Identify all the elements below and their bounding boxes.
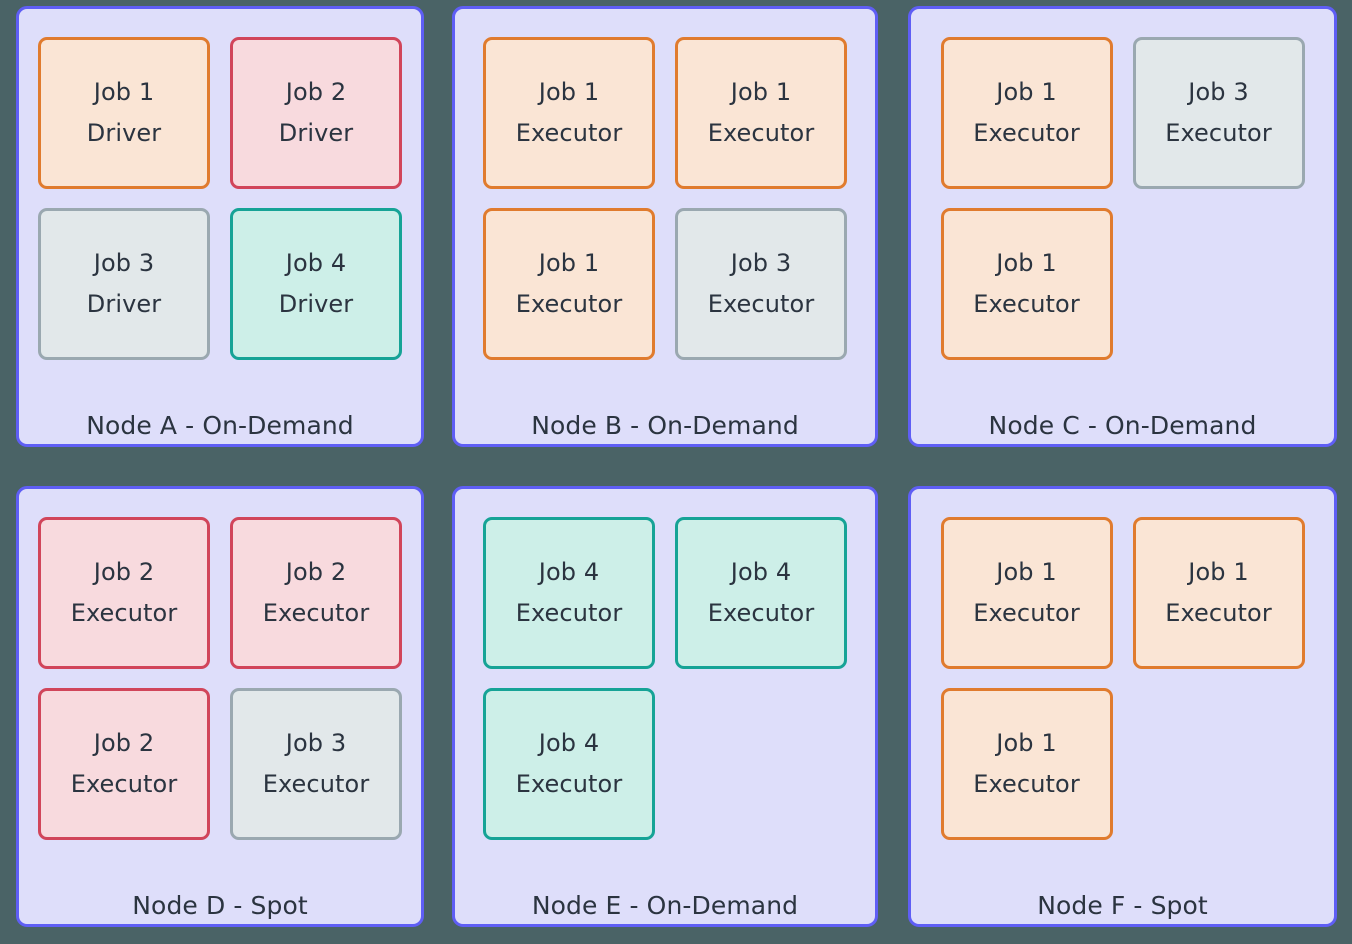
- job-card-role-label: Driver: [278, 290, 354, 318]
- job-card[interactable]: Job 4 Executor: [675, 517, 847, 669]
- job-card[interactable]: Job 2 Executor: [38, 517, 210, 669]
- node-label: Node B - On-Demand: [531, 411, 799, 440]
- job-card-job-label: Job 3: [730, 248, 792, 277]
- job-card[interactable]: Job 1 Executor: [483, 37, 655, 189]
- job-card[interactable]: Job 2 Executor: [38, 688, 210, 840]
- job-card-role-label: Executor: [515, 119, 623, 147]
- job-card-job-label: Job 1: [996, 557, 1057, 586]
- job-card[interactable]: Job 4 Executor: [483, 688, 655, 840]
- job-card[interactable]: Job 1 Executor: [940, 37, 1113, 189]
- job-card-job-label: Job 1: [996, 248, 1057, 277]
- job-card[interactable]: Job 3 Executor: [1132, 37, 1305, 189]
- job-card[interactable]: Job 1 Executor: [1132, 517, 1305, 669]
- job-card-job-label: Job 2: [93, 728, 155, 757]
- job-card-job-label: Job 4: [285, 248, 347, 277]
- job-card-job-label: Job 2: [285, 77, 347, 106]
- job-card-job-label: Job 2: [93, 557, 155, 586]
- job-card-role-label: Executor: [515, 290, 623, 318]
- job-card-job-label: Job 1: [538, 77, 600, 106]
- job-card-job-label: Job 1: [996, 728, 1057, 757]
- job-card-job-label: Job 1: [730, 77, 792, 106]
- job-card[interactable]: Job 1 Executor: [940, 208, 1113, 360]
- job-card-role-label: Executor: [515, 599, 623, 627]
- job-card-role-label: Executor: [973, 290, 1080, 318]
- empty-slot: [1133, 208, 1305, 360]
- job-card[interactable]: Job 2 Driver: [230, 37, 402, 189]
- job-card-role-label: Executor: [70, 770, 178, 798]
- empty-slot: [1133, 688, 1305, 840]
- job-card[interactable]: Job 3 Executor: [675, 208, 847, 360]
- job-card[interactable]: Job 3 Driver: [38, 208, 210, 360]
- job-card-job-label: Job 3: [93, 248, 155, 277]
- job-card-job-label: Job 3: [285, 728, 347, 757]
- job-card-role-label: Executor: [973, 119, 1080, 147]
- empty-slot: [675, 688, 847, 840]
- node-label: Node C - On-Demand: [988, 411, 1257, 440]
- job-card[interactable]: Job 1 Executor: [940, 688, 1113, 840]
- job-card-role-label: Executor: [973, 599, 1080, 627]
- job-card[interactable]: Job 4 Driver: [230, 208, 402, 360]
- job-card[interactable]: Job 4 Executor: [483, 517, 655, 669]
- job-card-role-label: Executor: [973, 770, 1080, 798]
- job-card-role-label: Executor: [707, 599, 815, 627]
- job-card-job-label: Job 1: [93, 77, 155, 106]
- node-label: Node F - Spot: [1037, 891, 1208, 920]
- job-card[interactable]: Job 1 Executor: [940, 517, 1113, 669]
- job-card[interactable]: Job 1 Driver: [38, 37, 210, 189]
- job-card-job-label: Job 3: [1188, 77, 1249, 106]
- job-card-job-label: Job 4: [730, 557, 792, 586]
- job-card-role-label: Executor: [262, 599, 370, 627]
- job-card-role-label: Executor: [707, 119, 815, 147]
- job-card-job-label: Job 1: [538, 248, 600, 277]
- node-label: Node D - Spot: [132, 891, 308, 920]
- job-card[interactable]: Job 3 Executor: [230, 688, 402, 840]
- node-label: Node E - On-Demand: [531, 891, 799, 920]
- job-card-role-label: Executor: [1165, 119, 1272, 147]
- job-card-job-label: Job 1: [1188, 557, 1249, 586]
- job-card[interactable]: Job 2 Executor: [230, 517, 402, 669]
- job-card-role-label: Executor: [70, 599, 178, 627]
- job-card-job-label: Job 1: [996, 77, 1057, 106]
- job-card-job-label: Job 2: [285, 557, 347, 586]
- job-card-role-label: Driver: [86, 290, 162, 318]
- job-card-role-label: Executor: [707, 290, 815, 318]
- job-card-job-label: Job 4: [538, 557, 600, 586]
- job-card-role-label: Executor: [1165, 599, 1272, 627]
- node-label: Node A - On-Demand: [86, 411, 354, 440]
- job-card-role-label: Executor: [515, 770, 623, 798]
- job-card-role-label: Driver: [278, 119, 354, 147]
- job-card[interactable]: Job 1 Executor: [483, 208, 655, 360]
- job-card[interactable]: Job 1 Executor: [675, 37, 847, 189]
- job-card-job-label: Job 4: [538, 728, 600, 757]
- job-card-role-label: Executor: [262, 770, 370, 798]
- job-card-role-label: Driver: [86, 119, 162, 147]
